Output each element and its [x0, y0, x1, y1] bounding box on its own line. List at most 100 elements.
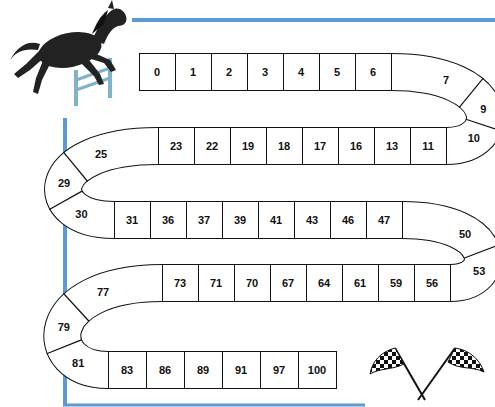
- square-number: 6: [370, 66, 376, 78]
- track-square: 10: [459, 128, 489, 148]
- track-square: 53: [464, 261, 494, 281]
- track-square: 89: [184, 351, 223, 389]
- square-number: 1: [190, 66, 196, 78]
- square-number: 5: [334, 66, 340, 78]
- track-square: 0: [139, 53, 176, 91]
- track-square: 16: [338, 127, 375, 165]
- track-square: 19: [230, 127, 267, 165]
- square-number: 0: [154, 66, 160, 78]
- square-number: 70: [246, 277, 258, 289]
- square-number: 71: [210, 277, 222, 289]
- track-square: 47: [366, 201, 403, 239]
- track-square: 37: [186, 201, 223, 239]
- track-square: 18: [266, 127, 303, 165]
- track-square: 91: [222, 351, 261, 389]
- square-number: 9: [480, 103, 486, 115]
- track-square: 41: [258, 201, 295, 239]
- track-square: 9: [468, 99, 495, 119]
- square-number: 18: [278, 140, 290, 152]
- track-square: 71: [198, 264, 235, 302]
- square-number: 81: [72, 357, 84, 369]
- track-square: 67: [270, 264, 307, 302]
- track-square: 30: [66, 204, 96, 224]
- track-square: 73: [162, 264, 199, 302]
- square-number: 79: [58, 321, 70, 333]
- track-square: 70: [234, 264, 271, 302]
- square-number: 77: [97, 286, 109, 298]
- track-outline: [62, 72, 485, 370]
- square-number: 2: [226, 66, 232, 78]
- track-square: 5: [319, 53, 356, 91]
- checkered-flags: [370, 348, 484, 400]
- square-number: 22: [206, 140, 218, 152]
- square-divider: [47, 340, 82, 354]
- track-square: 81: [63, 353, 93, 373]
- square-number: 67: [282, 277, 294, 289]
- square-divider: [464, 245, 495, 259]
- track-square: 31: [114, 201, 151, 239]
- square-divider: [459, 78, 483, 107]
- track-square: 6: [355, 53, 392, 91]
- square-number: 50: [459, 228, 471, 240]
- square-number: 31: [126, 214, 138, 226]
- square-divider: [49, 191, 82, 210]
- square-number: 7: [443, 74, 449, 86]
- square-number: 19: [242, 140, 254, 152]
- square-number: 47: [378, 214, 390, 226]
- track-square: 22: [194, 127, 231, 165]
- track-square: 43: [294, 201, 331, 239]
- track-square: 36: [150, 201, 187, 239]
- square-number: 43: [306, 214, 318, 226]
- track-square: 4: [283, 53, 320, 91]
- frame-line: [63, 404, 365, 407]
- square-number: 17: [314, 140, 326, 152]
- square-number: 16: [350, 140, 362, 152]
- track-square: 3: [247, 53, 284, 91]
- track-square: 56: [414, 264, 451, 302]
- square-number: 41: [270, 214, 282, 226]
- square-number: 97: [273, 364, 285, 376]
- square-number: 30: [75, 208, 87, 220]
- track-square: 11: [410, 127, 447, 165]
- square-number: 91: [235, 364, 247, 376]
- track-square: 86: [146, 351, 185, 389]
- square-number: 64: [318, 277, 330, 289]
- square-number: 4: [298, 66, 304, 78]
- track-square: 1: [175, 53, 212, 91]
- square-number: 37: [198, 214, 210, 226]
- track-square: 83: [108, 351, 147, 389]
- square-number: 25: [95, 148, 107, 160]
- track-square: 59: [378, 264, 415, 302]
- square-number: 3: [262, 66, 268, 78]
- track-square: 100: [298, 351, 337, 389]
- track-square: 50: [450, 224, 480, 244]
- square-number: 83: [121, 364, 133, 376]
- square-number: 13: [386, 140, 398, 152]
- square-divider: [64, 294, 90, 322]
- square-number: 86: [159, 364, 171, 376]
- track-square: 64: [306, 264, 343, 302]
- square-number: 36: [162, 214, 174, 226]
- track-square: 77: [88, 282, 118, 302]
- square-number: 59: [390, 277, 402, 289]
- track-square: 23: [158, 127, 195, 165]
- square-number: 61: [354, 277, 366, 289]
- square-number: 56: [426, 277, 438, 289]
- square-number: 39: [234, 214, 246, 226]
- track-square: 39: [222, 201, 259, 239]
- track-square: 61: [342, 264, 379, 302]
- square-number: 10: [468, 132, 480, 144]
- track-square: 2: [211, 53, 248, 91]
- track-square: 17: [302, 127, 339, 165]
- square-number: 73: [174, 277, 186, 289]
- square-number: 46: [342, 214, 354, 226]
- square-number: 23: [170, 140, 182, 152]
- track-square: 13: [374, 127, 411, 165]
- horse: [10, 0, 127, 94]
- track-square: 29: [49, 173, 79, 193]
- square-number: 53: [473, 265, 485, 277]
- square-divider: [466, 119, 495, 131]
- track-square: 97: [260, 351, 299, 389]
- track-square: 25: [86, 144, 116, 164]
